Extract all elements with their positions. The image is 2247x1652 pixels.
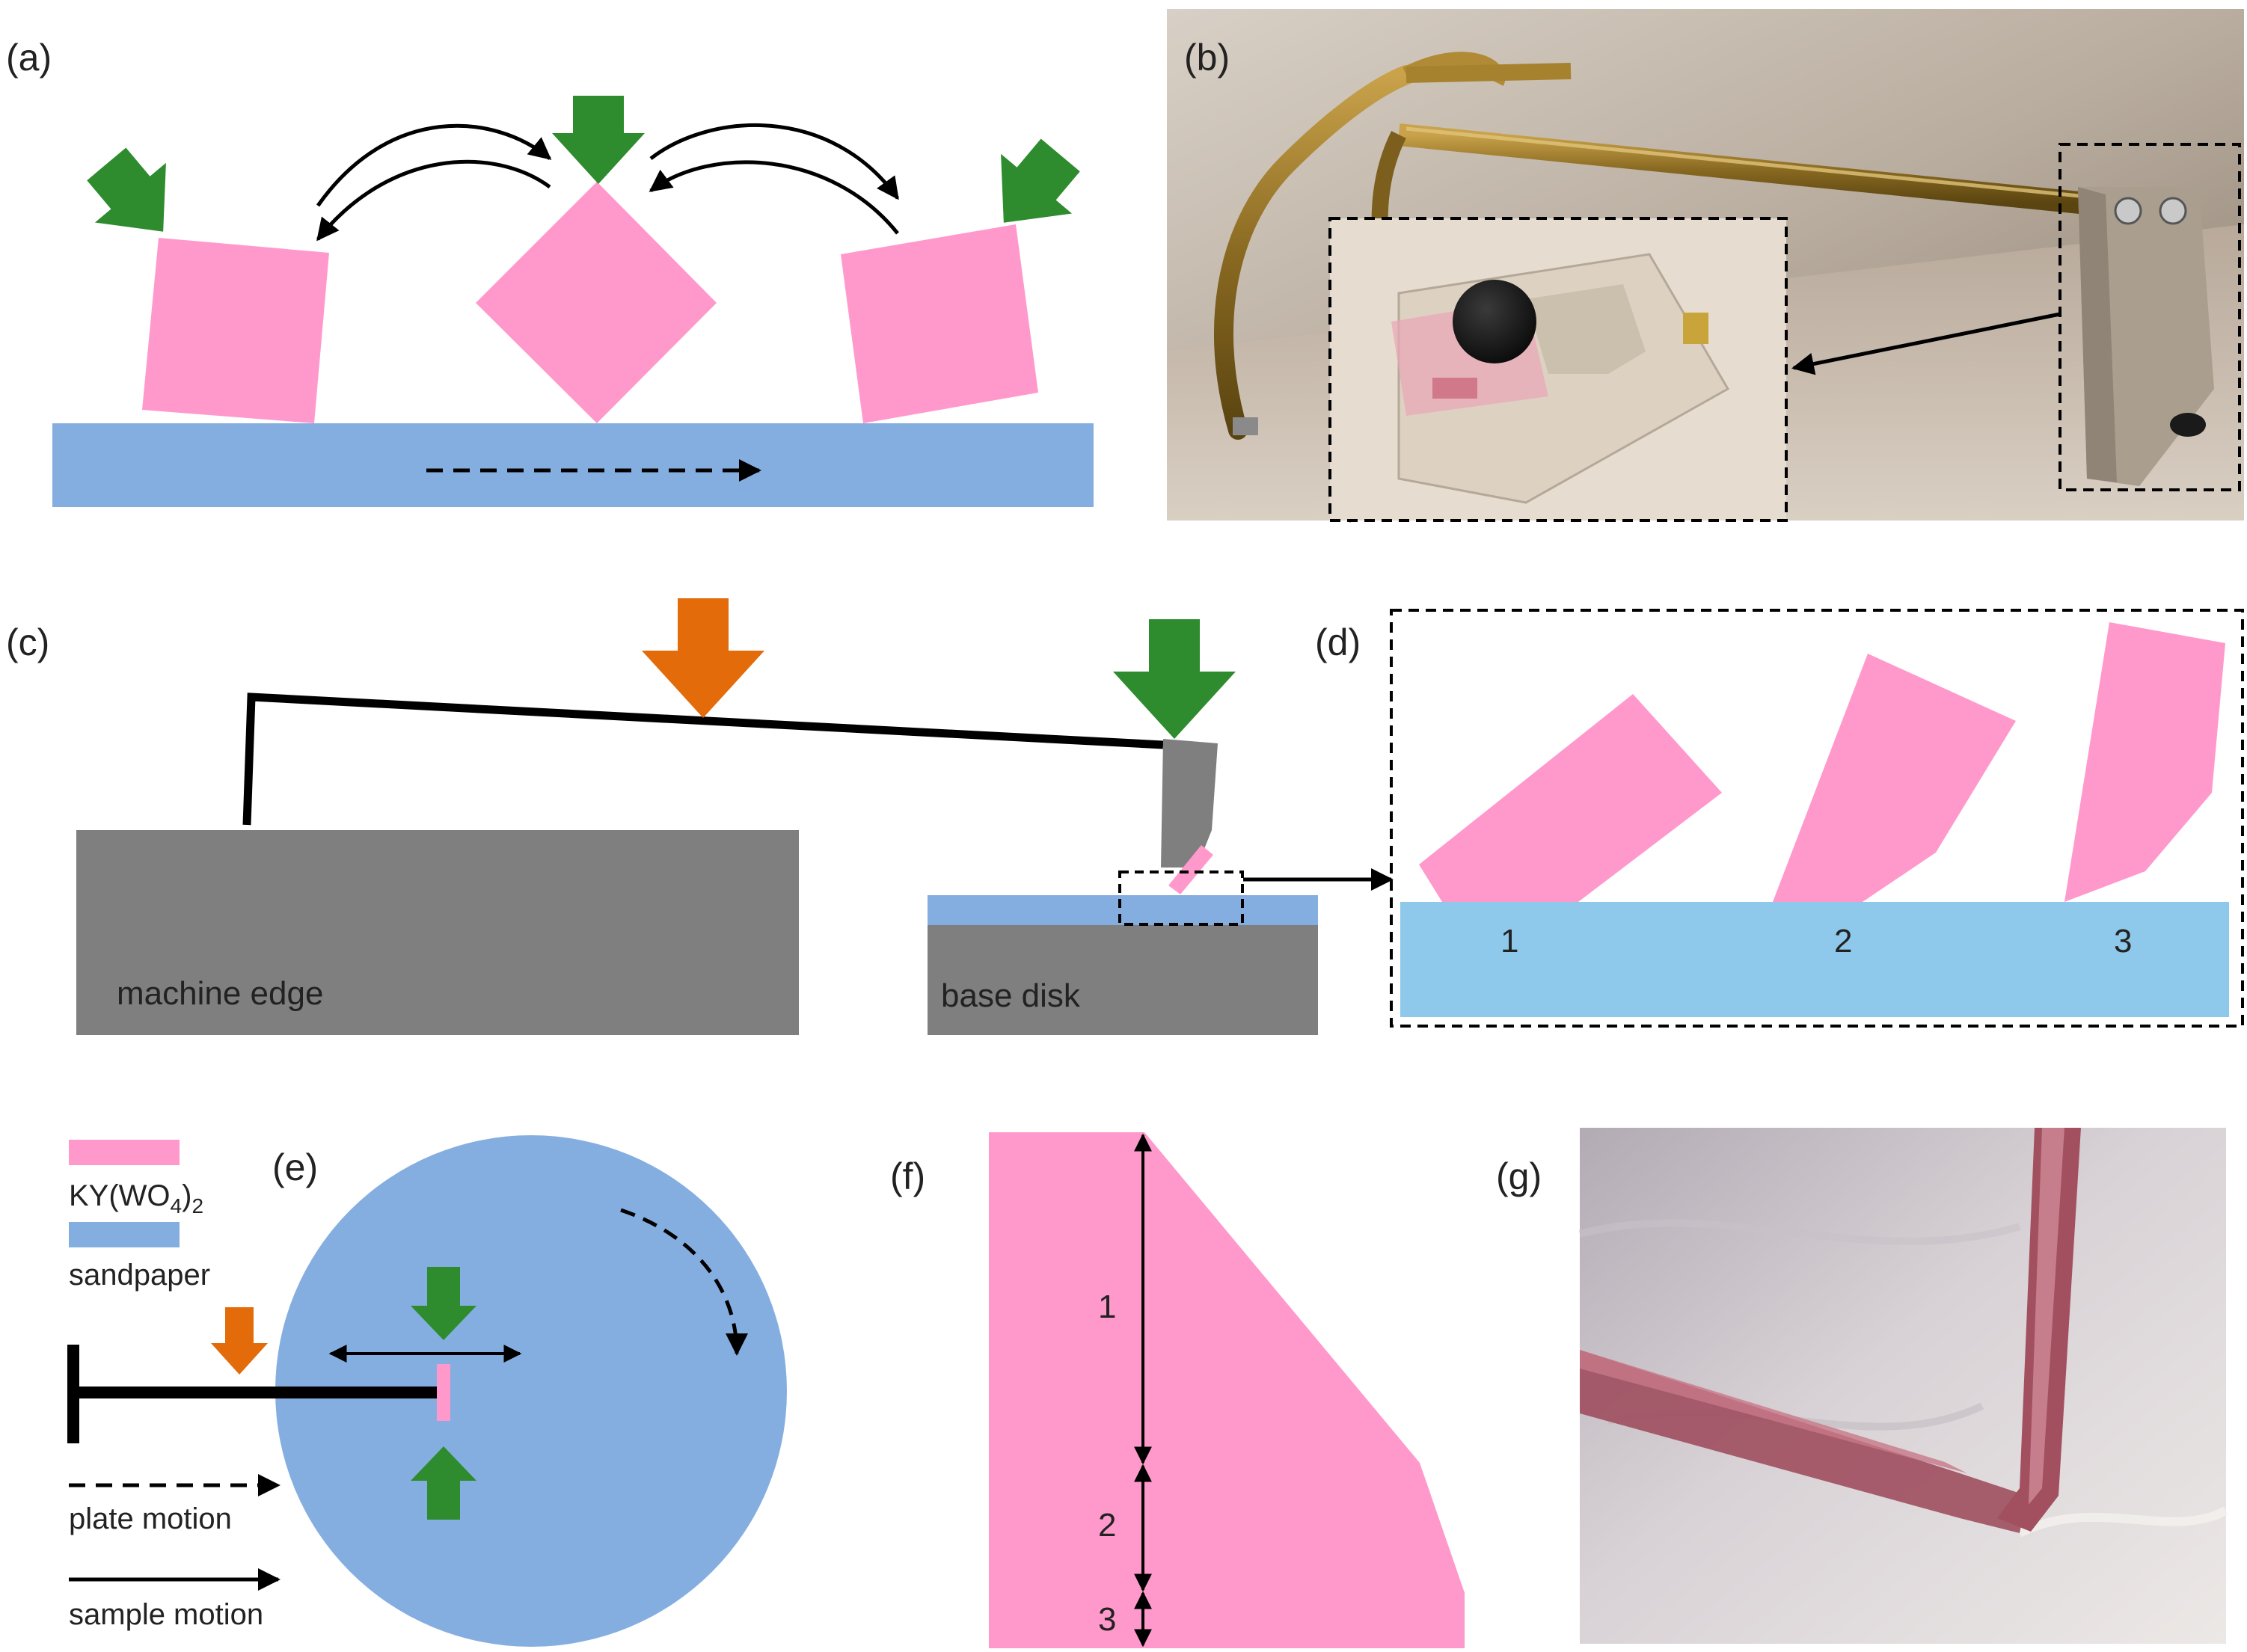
- panel-f-label: (f): [890, 1155, 925, 1197]
- stage-number-1: 1: [1500, 923, 1518, 959]
- crystal-sample: [1168, 845, 1213, 894]
- sandpaper-disk: [275, 1135, 787, 1647]
- panel-f: (f) 1 2 3: [890, 1132, 1465, 1648]
- base-disk-block: [928, 925, 1318, 1035]
- legend-label-sample-motion: sample motion: [69, 1598, 263, 1631]
- stage-number-3: 3: [2114, 923, 2132, 959]
- panel-b-label: (b): [1184, 37, 1230, 79]
- green-force-arrow: [1113, 619, 1236, 739]
- legend-label-sandpaper: sandpaper: [69, 1259, 210, 1292]
- segment-label-3: 3: [1098, 1601, 1116, 1638]
- panel-g-photo: [1578, 1128, 2228, 1644]
- crystal-diamond: [476, 182, 717, 423]
- lever-arm: [242, 693, 1164, 826]
- panel-e: (e) KY(WO4)2 sandpaper plate motion samp…: [67, 1135, 787, 1647]
- inset-frame: [1328, 217, 1788, 522]
- legend-label-crystal: KY(WO4)2: [69, 1179, 203, 1217]
- legend-swatch-crystal: [69, 1140, 180, 1165]
- green-force-arrow-top: [411, 1267, 476, 1340]
- sample-holder: [1161, 739, 1218, 868]
- panel-g-label: (g): [1496, 1155, 1542, 1197]
- machine-edge-label: machine edge: [117, 975, 323, 1012]
- zoom-panel-frame: [1390, 609, 2244, 1028]
- crystal-stage-3: [2064, 622, 2225, 902]
- panel-a: (a): [6, 37, 1094, 507]
- base-disk-label: base disk: [941, 977, 1081, 1014]
- stage-number-2: 2: [1834, 923, 1852, 959]
- crystal-stage-2: [1773, 654, 2016, 902]
- green-force-arrow-left: [87, 147, 166, 232]
- segment-label-2: 2: [1098, 1507, 1116, 1544]
- panel-e-label: (e): [272, 1146, 318, 1188]
- panel-b-photo: [1167, 9, 2244, 523]
- crystal-sample: [437, 1364, 450, 1421]
- crystal-tilted-right: [841, 224, 1038, 423]
- holder-frame: [2059, 143, 2241, 491]
- sandpaper-layer: [928, 895, 1318, 925]
- orange-force-arrow: [211, 1307, 268, 1375]
- legend-label-plate-motion: plate motion: [69, 1502, 232, 1535]
- green-force-arrow-right: [1001, 138, 1080, 223]
- inset-pointer-arrow: [1791, 312, 2061, 375]
- crystal-tilted-left: [142, 238, 329, 423]
- orange-force-arrow: [642, 598, 764, 718]
- legend-swatch-sandpaper: [69, 1222, 180, 1247]
- green-force-arrow-top: [552, 96, 645, 184]
- panel-g: (g): [1496, 1128, 2228, 1644]
- panel-d: (d) 1 2 3: [1315, 609, 2244, 1028]
- curved-arrow-icon: [649, 160, 899, 235]
- segment-label-1: 1: [1098, 1289, 1116, 1325]
- sandpaper-strip: [52, 423, 1094, 507]
- panel-c-label: (c): [6, 621, 49, 663]
- panel-a-label: (a): [6, 37, 52, 79]
- panel-c: (c) machine edge base disk: [6, 598, 1394, 1035]
- machine-edge-block: [76, 830, 799, 1035]
- curved-arrow-icon: [316, 159, 551, 242]
- green-force-arrow-bottom: [411, 1446, 476, 1520]
- curved-arrow-icon: [649, 123, 900, 200]
- sandpaper-strip: [1400, 902, 2229, 1017]
- crystal-stage-1: [1419, 694, 1722, 902]
- curved-arrow-icon: [316, 123, 552, 207]
- panel-d-label: (d): [1315, 621, 1361, 663]
- zoom-frame: [1118, 870, 1244, 926]
- panel-b: (b): [1167, 9, 2244, 523]
- crystal-profile: [989, 1132, 1465, 1648]
- rotation-arrow-icon: [620, 1208, 748, 1356]
